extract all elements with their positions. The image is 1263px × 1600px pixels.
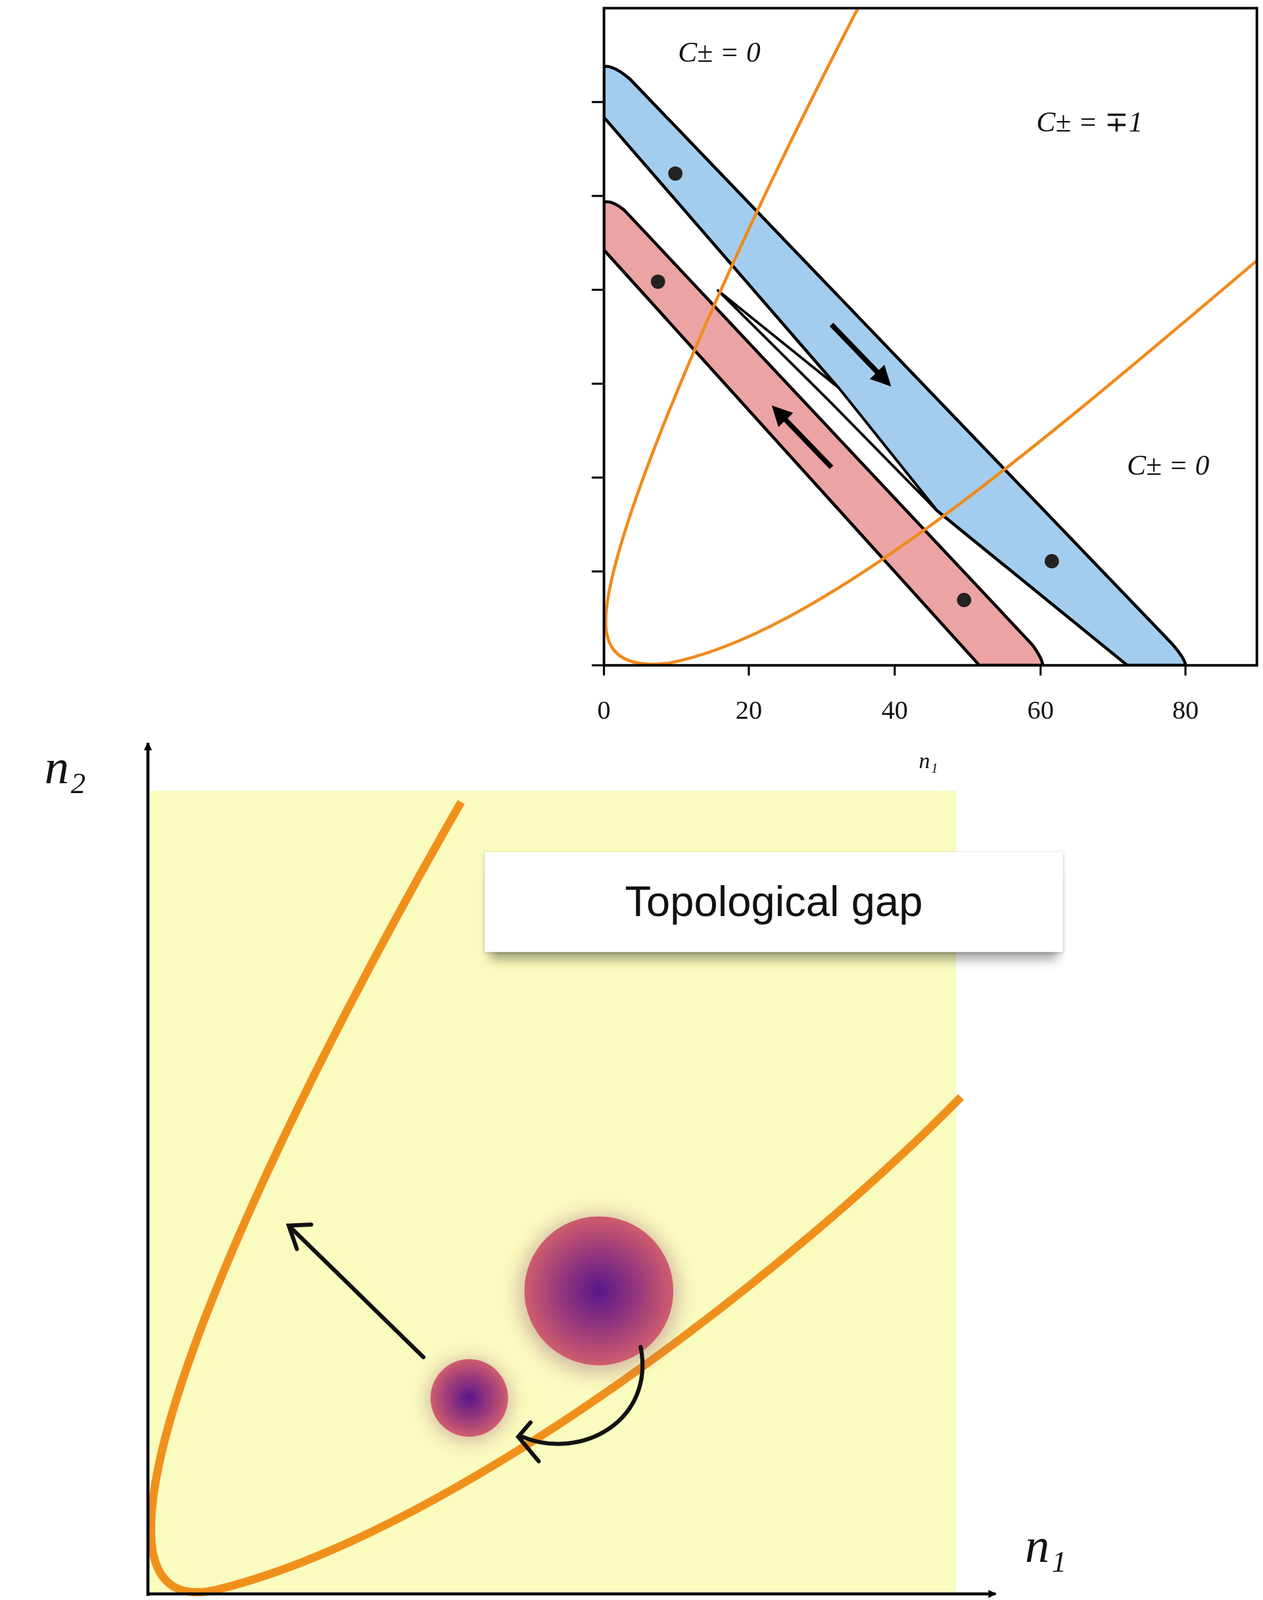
- small-blob: [430, 1358, 509, 1437]
- dot: [650, 274, 666, 289]
- x-axis: [147, 1591, 996, 1596]
- label-box: Topological gap: [484, 852, 1064, 953]
- axis-label: n₁: [919, 748, 939, 774]
- gap-sliver: [717, 289, 937, 511]
- plot-frame: [604, 7, 1258, 665]
- region-label: C± = 0: [677, 37, 761, 70]
- tick-label: 80: [1172, 696, 1199, 726]
- tick-label: 20: [735, 696, 763, 726]
- ticks: [591, 101, 1186, 676]
- dot: [667, 166, 683, 181]
- flow-arrow: [831, 324, 886, 381]
- tick-label: 0: [597, 696, 611, 726]
- y-axis: [146, 742, 150, 1596]
- axis-label: n₂: [44, 740, 87, 795]
- large-blob: [524, 1216, 674, 1366]
- flow-arrow: [777, 410, 832, 467]
- hand-arrows: [288, 1224, 643, 1461]
- region-label: C± = ∓1: [1036, 106, 1143, 139]
- tick-label: 40: [881, 696, 908, 726]
- tick-label: 60: [1027, 696, 1054, 726]
- axis-label: n₁: [1024, 1518, 1067, 1573]
- box-title: Topological gap: [624, 877, 923, 926]
- orange-boundary: [605, 7, 1257, 665]
- dot: [956, 593, 972, 608]
- dot: [1044, 554, 1060, 569]
- region-label: C± = 0: [1126, 450, 1210, 482]
- phase-plot: [591, 5, 1262, 676]
- blue-region: [604, 66, 1186, 666]
